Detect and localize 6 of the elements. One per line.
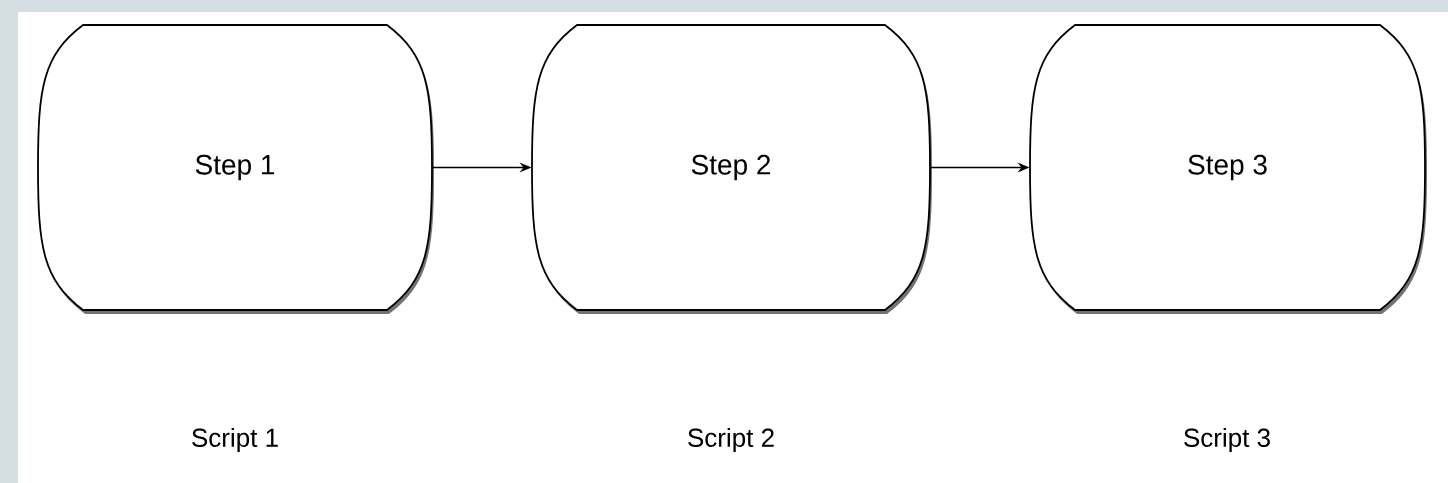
process-box: Step 3 [1029, 24, 1427, 314]
process-box: Step 1 [37, 24, 434, 314]
process-box: Step 2 [531, 24, 932, 314]
caption-text: Script 1 [192, 427, 278, 453]
caption-text: Script 3 [1184, 427, 1270, 453]
caption-text: Script 2 [688, 427, 774, 453]
